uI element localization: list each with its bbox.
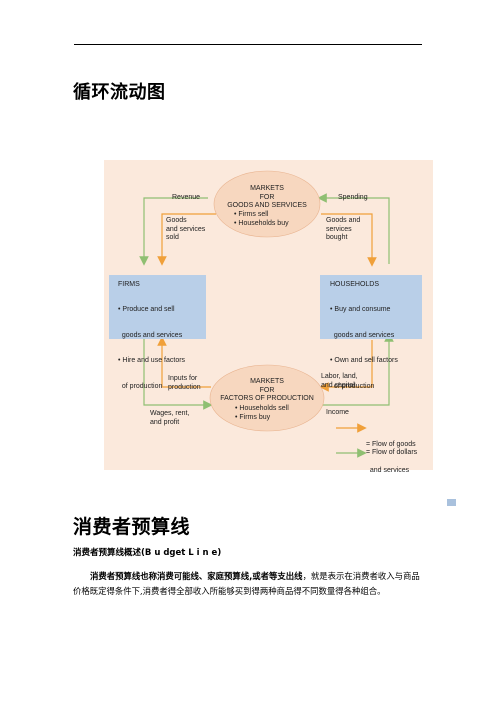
goods-flow-bottom-right (319, 340, 373, 392)
dollar-flow-bottom-left (143, 339, 213, 410)
factor-market-title: MARKETS FOR FACTORS OF PRODUCTION (220, 378, 314, 402)
top-rule (74, 44, 422, 45)
heading-circular-flow: 循环流动图 (73, 82, 166, 103)
label-spending: Spending (338, 194, 368, 201)
dollar-flow-top-right (317, 193, 390, 264)
households-title: HOUSEHOLDS (330, 281, 380, 288)
firms-box (109, 275, 206, 339)
label-labor: Labor, land, and capital (321, 373, 358, 389)
dollar-flow-bottom-right (322, 332, 394, 406)
legend-goods-label: = Flow of goods and services (366, 441, 416, 474)
goods-market-items: • Firms sell • Households buy (234, 211, 289, 227)
paragraph-rest: ，就是表示在消费者收入与商品价格既定得条件下,消费者得全部收入所能够买到得两种商… (73, 571, 420, 596)
households-items: • Buy and consume goods and services • O… (330, 306, 398, 390)
heading-budget-line: 消费者预算线 (73, 516, 191, 538)
label-revenue: Revenue (172, 194, 201, 201)
firms-title: FIRMS (118, 281, 140, 288)
goods-market-oval (213, 170, 321, 238)
label-income: Income (326, 409, 349, 416)
label-inputs: Inputs for production (168, 375, 201, 391)
goods-market-title: MARKETS FOR GOODS AND SERVICES (227, 185, 307, 209)
paragraph-bold-lead: 消费者预算线也称消费可能线、家庭预算线,或者等支出线 (90, 571, 303, 581)
diagram-graphics (109, 170, 422, 458)
factor-market-oval (209, 364, 325, 432)
subheading-budget-overview: 消费者预算线概述(B u dget L i n e) (73, 548, 222, 558)
households-box (320, 275, 422, 339)
factor-market-items: • Households sell • Firms buy (235, 405, 289, 421)
label-goods-bought: Goods and services bought (326, 217, 361, 241)
goods-flow-top-left (157, 213, 216, 266)
goods-flow-bottom-left (157, 336, 211, 388)
legend-dollars-label: = Flow of dollars (366, 449, 418, 456)
goods-flow-top-right (321, 213, 377, 267)
circular-flow-diagram: MARKETS FOR GOODS AND SERVICES • Firms s… (104, 160, 433, 474)
page-marker (447, 499, 456, 506)
dollar-flow-top-left (139, 197, 208, 266)
label-wages: Wages, rent, and profit (150, 410, 190, 426)
firms-items: • Produce and sell goods and services • … (118, 306, 186, 390)
budget-line-paragraph: 消费者预算线也称消费可能线、家庭预算线,或者等支出线，就是表示在消费者收入与商品… (73, 569, 425, 599)
label-goods-sold: Goods and services sold (166, 217, 206, 241)
